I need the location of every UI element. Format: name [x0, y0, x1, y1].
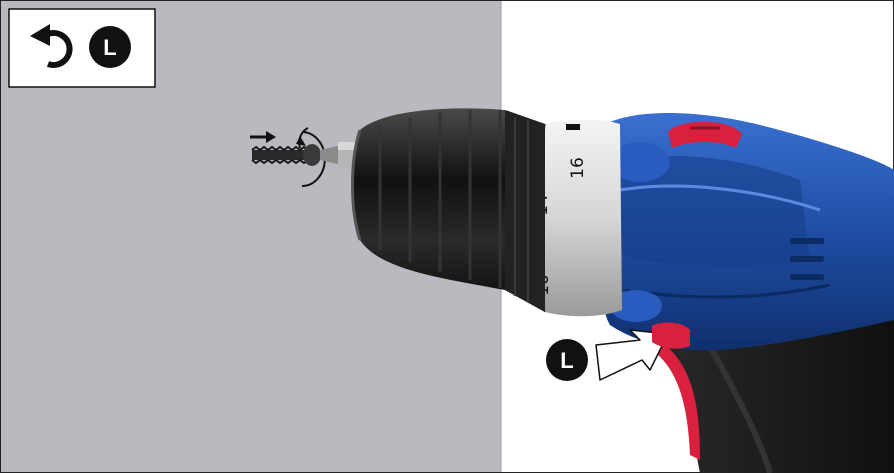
gear-l-callout: L: [546, 329, 669, 381]
handle-grip-stripe: [652, 344, 700, 460]
insert-arrow-icon: [250, 131, 276, 143]
callout-l-badge: [546, 339, 588, 381]
body-bump-upper: [610, 142, 670, 182]
torque-number-16: 16: [568, 157, 588, 179]
callout-l-label: L: [560, 348, 573, 373]
counterclockwise-arrow-icon: [30, 24, 73, 68]
torque-indicator-mark: [566, 124, 580, 130]
screw: [251, 144, 321, 166]
vent-slots: [790, 238, 824, 280]
gear-l-badge: [89, 26, 131, 68]
push-arrow-icon: [595, 329, 669, 381]
drill-body: [590, 113, 894, 351]
gear-selector-switch[interactable]: [668, 121, 742, 148]
legend-box: L: [8, 8, 156, 88]
drill-chuck[interactable]: [351, 108, 546, 312]
gear-l-button[interactable]: [652, 322, 690, 349]
legend-gear-label: L: [103, 35, 116, 60]
body-bump-lower: [610, 290, 662, 322]
